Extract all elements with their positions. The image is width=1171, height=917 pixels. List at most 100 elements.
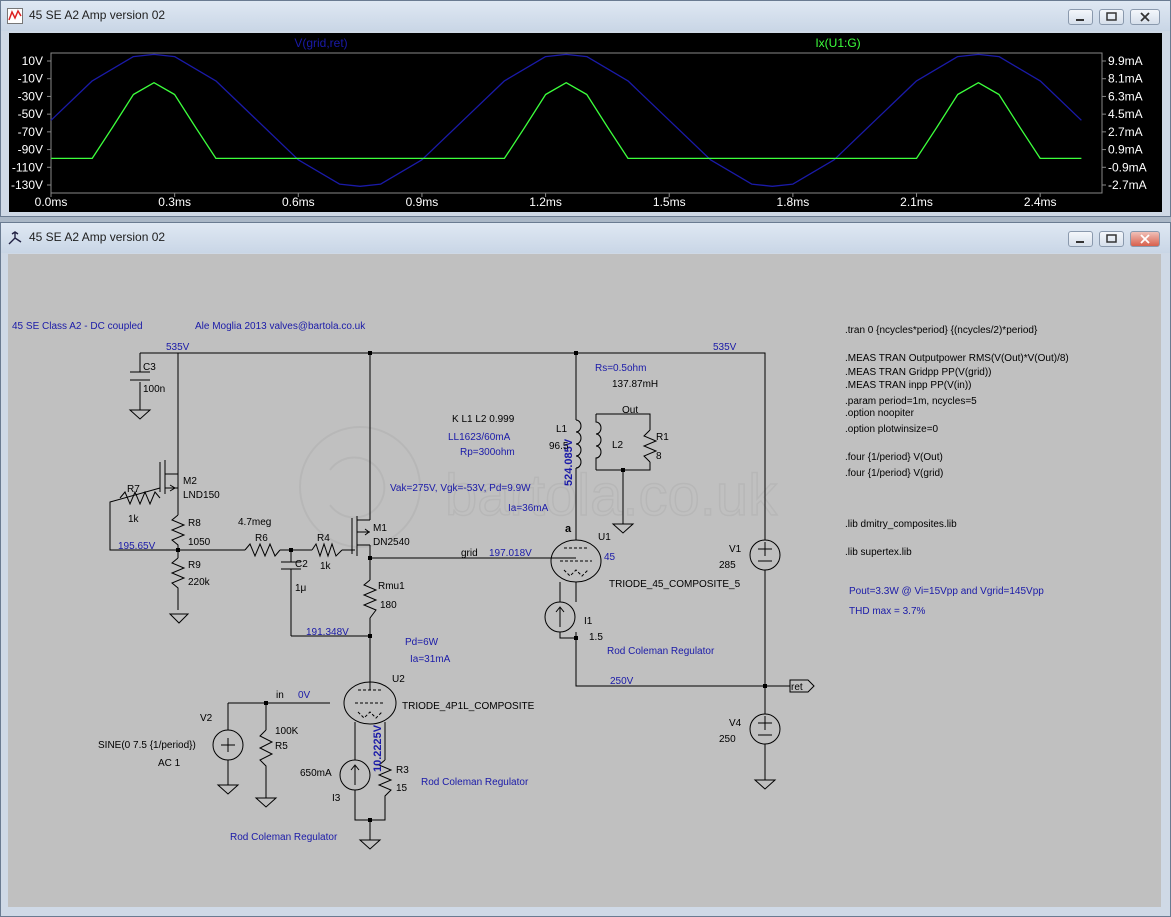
trace2-label[interactable]: Ix(U1:G) — [815, 36, 860, 50]
directive[interactable]: .tran 0 {ncycles*period} {(ncycles/2)*pe… — [845, 325, 1038, 336]
components — [119, 414, 815, 800]
y-left-tick-label: 10V — [22, 54, 43, 68]
r4-label: R4 — [317, 533, 330, 544]
u1-value: 45 — [604, 552, 616, 563]
directive[interactable]: .MEAS TRAN inpp PP(V(in)) — [845, 380, 972, 391]
r9-label: R9 — [188, 560, 201, 571]
filament-voltage: 10.2225V — [372, 724, 384, 772]
i1-label: I1 — [584, 616, 593, 627]
plot-window[interactable]: 45 SE A2 Amp version 02 V(grid,ret) Ix(U… — [0, 0, 1171, 217]
m1-mosfet — [351, 516, 370, 556]
r8-value: 1050 — [188, 537, 211, 548]
author-text: Ale Moglia 2013 valves@bartola.co.uk — [195, 321, 366, 332]
r6-label: R6 — [255, 533, 268, 544]
schematic-window-titlebar[interactable]: 45 SE A2 Amp version 02 — [1, 223, 1170, 253]
waveform-icon — [7, 8, 23, 24]
coupling-text: K L1 L2 0.999 — [452, 414, 515, 425]
u1-label: U1 — [598, 532, 611, 543]
waveform-plot[interactable]: V(grid,ret) Ix(U1:G) 10V-10V-30V-50V-70V… — [9, 33, 1162, 212]
v4-value: 250 — [719, 734, 736, 745]
anode-pin: a — [565, 523, 572, 535]
directive[interactable]: .lib dmitry_composites.lib — [845, 519, 957, 530]
trace-grid-voltage — [50, 53, 1082, 187]
schematic-canvas[interactable]: bartola.co.uk 45 SE Class A2 - DC couple… — [8, 254, 1161, 907]
spice-directives: .tran 0 {ncycles*period} {(ncycles/2)*pe… — [845, 325, 1069, 558]
net-191: 191.348V — [306, 627, 349, 638]
net-535-right: 535V — [713, 342, 737, 353]
directive[interactable]: .four {1/period} V(grid) — [845, 468, 943, 479]
x-tick-label: 0.9ms — [406, 195, 439, 209]
c2-value: 1μ — [295, 583, 307, 594]
component-labels: C3 100n M2 LND150 R7 1k R8 1050 R9 220k … — [98, 362, 742, 804]
m2-arrow — [169, 484, 176, 492]
ground-icon — [611, 523, 635, 534]
minimize-button[interactable] — [1068, 9, 1093, 25]
u1-triode — [550, 539, 602, 583]
r7-resistor — [119, 490, 161, 506]
x-tick-label: 1.2ms — [529, 195, 562, 209]
l2-inductor — [595, 414, 602, 470]
restore-button[interactable] — [1099, 9, 1124, 25]
y-left-tick-label: -50V — [18, 107, 43, 121]
plot-svg[interactable]: V(grid,ret) Ix(U1:G) 10V-10V-30V-50V-70V… — [9, 33, 1162, 212]
l1-inductor — [575, 419, 582, 469]
u1-elements — [560, 547, 592, 577]
regulator-text-3: Rod Coleman Regulator — [230, 832, 338, 843]
y-right-tick-label: 6.3mA — [1108, 89, 1143, 103]
net-in: in — [276, 690, 284, 701]
restore-icon — [1106, 12, 1117, 21]
r3-value: 15 — [396, 783, 408, 794]
v2-plus — [221, 738, 235, 752]
y-right-tick-label: -2.7mA — [1108, 178, 1147, 192]
minimize-icon — [1076, 241, 1084, 243]
net-names: in grid ret Out a — [276, 405, 803, 701]
r4-value: 1k — [320, 561, 332, 572]
rs-value: 137.87mH — [612, 379, 658, 390]
i3-label: I3 — [332, 793, 341, 804]
net-195: 195.65V — [118, 541, 156, 552]
x-tick-label: 0.3ms — [158, 195, 191, 209]
ground-icon — [168, 613, 190, 624]
u2-elements — [355, 689, 385, 719]
plot-window-titlebar[interactable]: 45 SE A2 Amp version 02 — [1, 1, 1170, 31]
close-button[interactable] — [1130, 9, 1160, 25]
plot-frame — [50, 52, 1103, 194]
m1-arrow — [364, 528, 370, 536]
directive[interactable]: .MEAS TRAN Outputpower RMS(V(Out)*V(Out)… — [845, 353, 1069, 364]
directive[interactable]: .param period=1m, ncycles=5 — [845, 396, 977, 407]
trace1-label[interactable]: V(grid,ret) — [294, 36, 347, 50]
ground-symbols — [128, 409, 777, 850]
v2-label: V2 — [200, 713, 213, 724]
y-right-tick-label: -0.9mA — [1108, 160, 1147, 174]
m2-mosfet — [159, 460, 178, 494]
ground-icon — [216, 784, 240, 795]
r6-resistor — [244, 542, 281, 558]
plot-window-title: 45 SE A2 Amp version 02 — [29, 8, 166, 22]
m1-label: M1 — [373, 523, 387, 534]
directive[interactable]: .lib supertex.lib — [845, 547, 912, 558]
x-tick-label: 0.6ms — [282, 195, 315, 209]
rmu1-value: 180 — [380, 600, 397, 611]
y-right-tick-label: 2.7mA — [1108, 125, 1143, 139]
directive[interactable]: .option noopiter — [845, 408, 915, 419]
annotations: Rs=0.5ohm 137.87mH K L1 L2 0.999 LL1623/… — [230, 363, 1044, 843]
plot-axes: 10V-10V-30V-50V-70V-90V-110V-130V9.9mA8.… — [11, 52, 1147, 209]
directive[interactable]: .option plotwinsize=0 — [845, 424, 939, 435]
directive[interactable]: .four {1/period} V(Out) — [845, 452, 943, 463]
transformer-text: LL1623/60mA — [448, 432, 511, 443]
r4-resistor — [311, 542, 343, 558]
close-button[interactable] — [1130, 231, 1160, 247]
regulator-text-1: Rod Coleman Regulator — [607, 646, 715, 657]
x-tick-label: 1.5ms — [653, 195, 686, 209]
thd-text: THD max = 3.7% — [849, 606, 926, 617]
r8-resistor — [170, 514, 186, 550]
y-right-tick-label: 0.9mA — [1108, 143, 1143, 157]
r9-value: 220k — [188, 577, 211, 588]
restore-button[interactable] — [1099, 231, 1124, 247]
schematic-svg[interactable]: bartola.co.uk 45 SE Class A2 - DC couple… — [8, 254, 1161, 907]
vak-text: Vak=275V, Vgk=-53V, Pd=9.9W — [390, 483, 531, 494]
minimize-button[interactable] — [1068, 231, 1093, 247]
net-in-volt: 0V — [298, 690, 311, 701]
y-left-tick-label: -70V — [18, 125, 43, 139]
directive[interactable]: .MEAS TRAN Gridpp PP(V(grid)) — [845, 367, 992, 378]
